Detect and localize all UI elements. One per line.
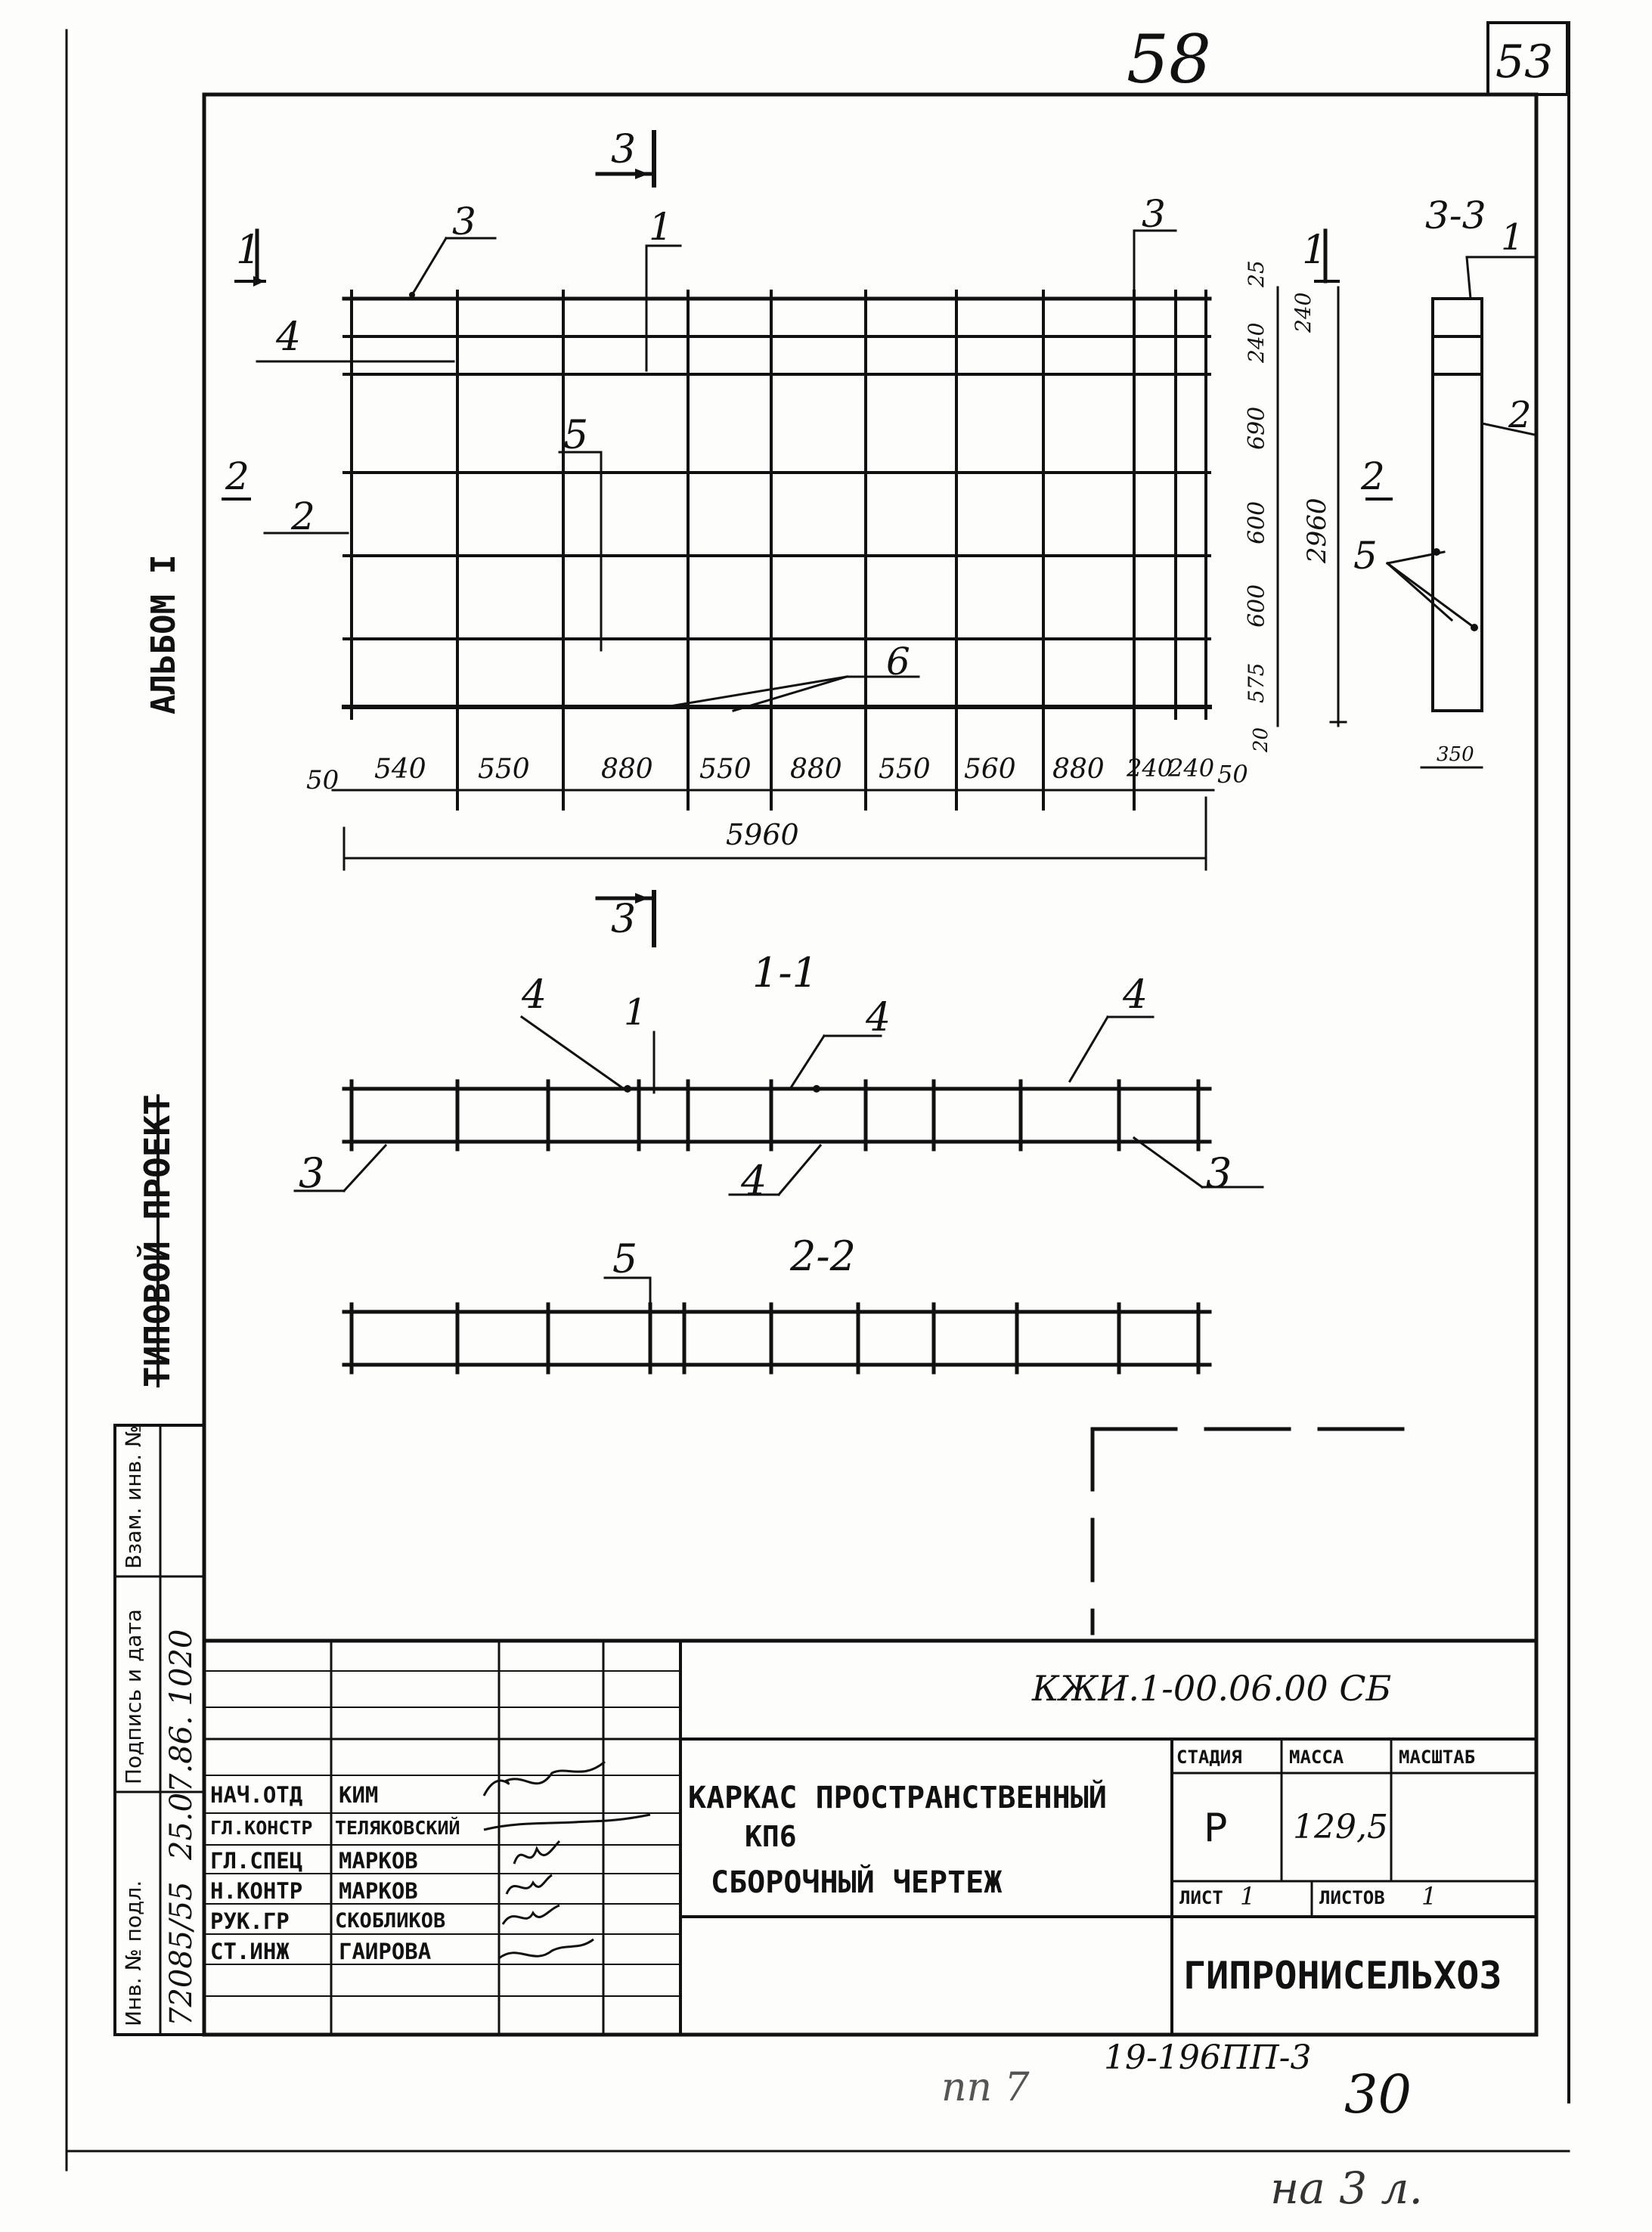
s11-leader-4b: 4	[866, 995, 891, 1040]
section-mark-1-left: 1	[236, 228, 262, 273]
dim-50-right: 50	[1217, 760, 1248, 789]
sheet-value: 1	[1240, 1882, 1256, 1911]
name-4: МАРКОВ	[339, 1878, 418, 1904]
dim-880-a: 880	[601, 754, 653, 785]
role-3: ГЛ.СПЕЦ	[210, 1848, 303, 1874]
s11-leader-3b: 3	[1206, 1149, 1232, 1197]
s33-leader-1: 1	[1501, 216, 1524, 259]
section-mark-3-top: 3	[611, 127, 637, 172]
section-2-2-title: 2-2	[790, 1232, 856, 1280]
series-number: 19-196ПП-3	[1104, 2038, 1312, 2077]
s11-leader-4a: 4	[522, 972, 547, 1018]
dim-880-c: 880	[1052, 754, 1105, 785]
section-mark-3-bottom: 3	[611, 897, 637, 942]
title-line-3: СБОРОЧНЫЙ ЧЕРТЕЖ	[711, 1865, 1003, 1900]
dim-550-c: 550	[879, 754, 931, 785]
sheets-value: 1	[1421, 1882, 1437, 1911]
s22-leader-5: 5	[612, 1237, 638, 1282]
section-mark-2-left: 2	[225, 454, 250, 498]
dim-50-left: 50	[306, 765, 339, 795]
role-5: РУК.ГР	[210, 1908, 290, 1934]
dim-560: 560	[964, 754, 1016, 785]
s11-leader-4c: 4	[1123, 972, 1148, 1018]
s33-width-350: 350	[1437, 743, 1474, 766]
mass-value: 129,5	[1293, 1808, 1388, 1846]
stage-value: Р	[1204, 1806, 1228, 1851]
plan-leader-4: 4	[276, 315, 302, 360]
col-scale-header: МАСШТАБ	[1399, 1747, 1476, 1768]
handwritten-page-number: 58	[1127, 20, 1211, 98]
sheets-label: ЛИСТОВ	[1319, 1887, 1385, 1908]
dim-total-5960: 5960	[726, 818, 799, 851]
name-6: ГАИРОВА	[339, 1939, 432, 1964]
name-3: МАРКОВ	[339, 1848, 418, 1874]
name-1: КИМ	[339, 1782, 379, 1808]
document-code: КЖИ.1-00.06.00 СБ	[1032, 1668, 1392, 1709]
role-1: НАЧ.ОТД	[210, 1782, 303, 1808]
name-2: ТЕЛЯКОВСКИЙ	[335, 1817, 460, 1839]
title-line-2: КП6	[745, 1820, 797, 1853]
sheet-label: ЛИСТ	[1179, 1887, 1223, 1908]
plan-leader-1: 1	[649, 205, 673, 249]
section-mark-1-right: 1	[1302, 228, 1328, 273]
title-line-1: КАРКАС ПРОСТРАНСТВЕННЫЙ	[688, 1781, 1107, 1815]
plan-leader-2: 2	[291, 494, 315, 538]
plan-leader-6: 6	[886, 640, 910, 684]
section-mark-2-right: 2	[1361, 454, 1385, 498]
plan-leader-3a: 3	[452, 200, 476, 243]
dim-540: 540	[374, 754, 426, 785]
dim-880-b: 880	[790, 754, 842, 785]
page-number: 53	[1495, 36, 1554, 88]
s33-leader-5: 5	[1353, 534, 1378, 578]
s11-leader-1: 1	[624, 991, 647, 1034]
organization: ГИПРОНИСЕЛЬХОЗ	[1183, 1954, 1502, 1998]
s33-leader-2: 2	[1508, 394, 1532, 436]
section-3-3-title: 3-3	[1425, 194, 1486, 237]
dim-550-a: 550	[478, 754, 530, 785]
dim-550-b: 550	[699, 754, 752, 785]
role-6: СТ.ИНЖ	[210, 1939, 290, 1964]
handwritten-note-2: на 3 л.	[1270, 2162, 1423, 2214]
col-stage-header: СТАДИЯ	[1176, 1747, 1242, 1768]
dim-240-a: 240	[1127, 754, 1173, 783]
dim-240-b: 240	[1168, 754, 1215, 783]
col-mass-header: МАССА	[1289, 1747, 1344, 1768]
plan-leader-5: 5	[563, 413, 589, 458]
plan-leader-3b: 3	[1142, 192, 1166, 236]
role-4: Н.КОНТР	[210, 1878, 303, 1904]
section-1-1-title: 1-1	[752, 949, 818, 997]
s11-leader-3a: 3	[299, 1149, 325, 1197]
name-5: СКОБЛИКОВ	[335, 1909, 446, 1933]
handwritten-note-1: пп 7	[941, 2065, 1030, 2110]
s11-leader-4d: 4	[741, 1157, 767, 1204]
handwritten-number: 30	[1344, 2063, 1412, 2125]
role-2: ГЛ.КОНСТР	[210, 1817, 313, 1839]
